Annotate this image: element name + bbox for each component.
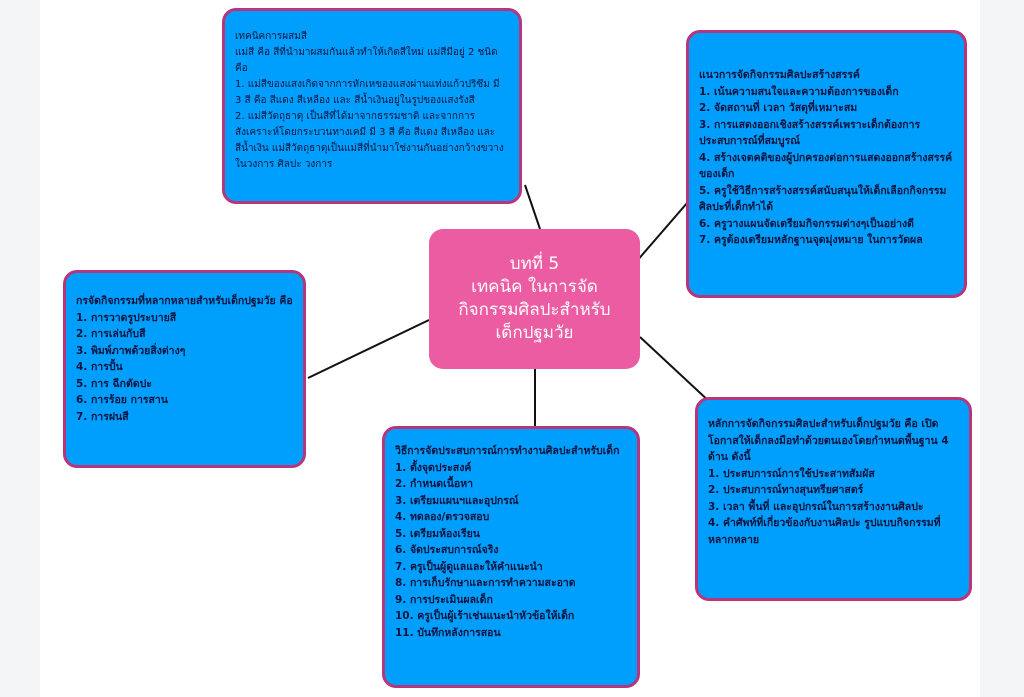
node-title: กรจัดกิจกรรมที่หลากหลายสำหรับเด็กปฐมวัย …	[76, 295, 293, 307]
node-line: 2. การเล่นกับสี	[76, 328, 146, 340]
node-line: 2. จัดสถานที่ เวลา วัสดุที่เหมาะสม	[699, 102, 858, 114]
central-topic-node[interactable]: บทที่ 5 เทคนิค ในการจัด กิจกรรมศิลปะสำหร…	[429, 229, 640, 369]
central-topic-line: เด็กปฐมวัย	[495, 323, 574, 343]
node-line: 4. การปั้น	[76, 361, 123, 373]
node-line: 10. ครูเป็นผู้เร้าเช่นแนะนำหัวข้อให้เด็ก	[395, 610, 575, 622]
node-line: 1. ประสบการณ์การใช้ประสาทสัมผัส	[708, 467, 875, 480]
central-topic-line: บทที่ 5	[509, 254, 560, 274]
node-line: 3. เตรียมแผนฯและอุปกรณ์	[395, 494, 519, 507]
node-line: 1. แม่สีของแสงเกิดจากการหักเหของแสงผ่านแ…	[235, 79, 500, 106]
node-line: 6. การร้อย การสาน	[76, 394, 168, 406]
node-line: 4. สร้างเจตคติของผู้ปกครองต่อการแสดงออกส…	[699, 151, 953, 181]
node-line: 6. จัดประสบการณ์จริง	[395, 544, 499, 556]
central-topic-line: กิจกรรมศิลปะสำหรับ	[458, 300, 611, 320]
node-line: 9. การประเมินผลเด็ก	[395, 593, 493, 606]
node-creative-guidelines[interactable]: แนวการจัดกิจกรรมศิลปะสร้างสรรค์ 1. เน้นค…	[686, 30, 967, 298]
node-title: หลักการจัดกิจกรรมศิลปะสำหรับเด็กปฐมวัย ค…	[708, 418, 949, 463]
node-principles[interactable]: หลักการจัดกิจกรรมศิลปะสำหรับเด็กปฐมวัย ค…	[695, 397, 972, 601]
connector-bottom-right	[639, 336, 713, 405]
node-line: 5. การ ฉีกตัดปะ	[76, 377, 152, 390]
connector-left	[307, 319, 430, 379]
node-line: 7. การฝนสี	[76, 410, 129, 423]
node-line: 3. เวลา พื้นที่ และอุปกรณ์ในการสร้างงานศ…	[708, 500, 924, 513]
node-line: 1. ตั้งจุดประสงค์	[395, 461, 472, 474]
node-title: แนวการจัดกิจกรรมศิลปะสร้างสรรค์	[699, 69, 860, 81]
node-line: 8. การเก็บรักษาและการทำความสะอาด	[395, 577, 576, 589]
node-line: 2. แม่สีวัตถุธาตุ เป็นสีที่ได้มาจากธรรมช…	[235, 111, 504, 170]
connector-top-right	[635, 194, 695, 263]
node-line: 6. ครูวางแผนจัดเตรียมกิจกรรมต่างๆเป็นอย่…	[699, 217, 915, 230]
connector-top	[524, 184, 541, 230]
node-line: 3. พิมพ์ภาพด้วยสิ่งต่างๆ	[76, 344, 186, 357]
node-line: 4. คำศัพท์ที่เกี่ยวข้องกับงานศิลปะ รูปแบ…	[708, 517, 941, 546]
node-title: เทคนิคการผสมสี	[235, 31, 307, 42]
central-topic-line: เทคนิค ในการจัด	[471, 277, 598, 297]
node-varied-activities[interactable]: กรจัดกิจกรรมที่หลากหลายสำหรับเด็กปฐมวัย …	[63, 270, 306, 468]
node-line: 4. ทดลอง/ตรวจสอบ	[395, 511, 490, 523]
node-line: 2. กำหนดเนื้อหา	[395, 478, 474, 490]
node-line: 1. การวาดรูประบายสี	[76, 311, 177, 324]
node-title: วิธีการจัดประสบการณ์การทำงานศิลปะสำหรับเ…	[395, 445, 620, 457]
node-experience-methods[interactable]: วิธีการจัดประสบการณ์การทำงานศิลปะสำหรับเ…	[382, 426, 640, 688]
node-line: 5. เตรียมห้องเรียน	[395, 527, 480, 540]
node-line: แม่สี คือ สีที่นำมาผสมกันแล้วทำให้เกิดสี…	[235, 47, 498, 74]
node-line: 1. เน้นความสนใจและความต้องการของเด็ก	[699, 85, 899, 98]
node-line: 5. ครูใช้วิธีการสร้างสรรค์สนับสนุนให้เด็…	[699, 184, 947, 214]
node-line: 7. ครูต้องเตรียมหลักฐานจุดมุ่งหมาย ในการ…	[699, 234, 923, 246]
node-line: 2. ประสบการณ์ทางสุนทรียศาสตร์	[708, 484, 864, 496]
node-line: 7. ครูเป็นผู้ดูแลและให้คำแนะนำ	[395, 560, 543, 573]
node-line: 3. การแสดงออกเชิงสร้างสรรค์เพราะเด็กต้อง…	[699, 118, 921, 148]
node-line: 11. บันทึกหลังการสอน	[395, 626, 501, 639]
node-color-mixing[interactable]: เทคนิคการผสมสี แม่สี คือ สีที่นำมาผสมกัน…	[222, 8, 522, 204]
